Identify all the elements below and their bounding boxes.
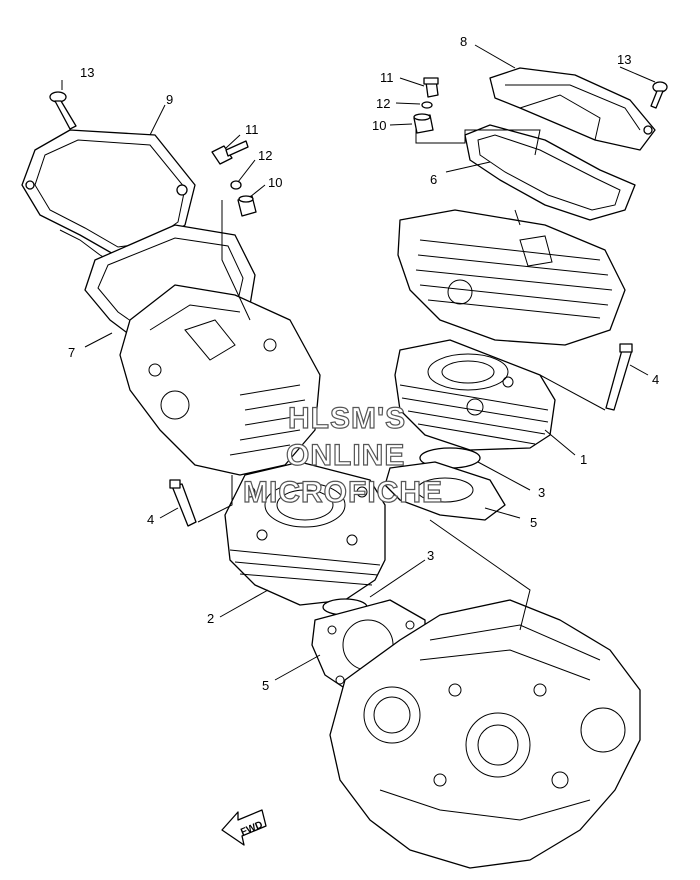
forward-arrow-icon: FWD: [221, 809, 267, 846]
callout-8: 8: [460, 34, 467, 49]
bolt-right: [650, 81, 668, 109]
watermark-line-3: MICROFICHE: [243, 476, 443, 509]
callout-13-left: 13: [80, 65, 94, 80]
callout-3-right: 3: [538, 485, 545, 500]
fastener-set-right: [413, 77, 439, 134]
callout-6: 6: [430, 172, 437, 187]
bolt-left: [49, 91, 77, 130]
fastener-set-left: [211, 140, 257, 217]
leader-lines: [61, 44, 656, 681]
base-gasket-right: [384, 461, 506, 521]
callout-10-left: 10: [268, 175, 282, 190]
gasket-right: [464, 124, 636, 221]
callout-11-right: 11: [380, 70, 394, 85]
watermark-line-2: ONLINE: [286, 439, 405, 472]
crankcase: [329, 599, 641, 869]
callout-1: 1: [580, 452, 587, 467]
watermark-line-1: HLSM'S: [288, 402, 406, 435]
callout-4-right: 4: [652, 372, 659, 387]
cylinder-right: [394, 339, 556, 451]
callout-5-right: 5: [530, 515, 537, 530]
cylinder-head-right: [397, 209, 626, 346]
head-cover-right: [489, 67, 656, 151]
callout-5-left: 5: [262, 678, 269, 693]
callout-7: 7: [68, 345, 75, 360]
callout-2: 2: [207, 611, 214, 626]
callout-12-right: 12: [376, 96, 390, 111]
callout-11-left: 11: [245, 122, 259, 137]
callout-12-left: 12: [258, 148, 272, 163]
callout-9: 9: [166, 92, 173, 107]
cylinder-left: [224, 461, 386, 606]
callout-3-left: 3: [427, 548, 434, 563]
callout-4-left: 4: [147, 512, 154, 527]
stud-bolt-left: [169, 479, 197, 527]
callouts: 13 9 11 12 10 7 4 2 3 5 8 13 11 12 10 6 …: [68, 34, 659, 693]
watermark: HLSM'S ONLINE MICROFICHE: [242, 401, 443, 509]
callout-13-right: 13: [617, 52, 631, 67]
callout-10-right: 10: [372, 118, 386, 133]
stud-bolt-right: [605, 343, 633, 411]
